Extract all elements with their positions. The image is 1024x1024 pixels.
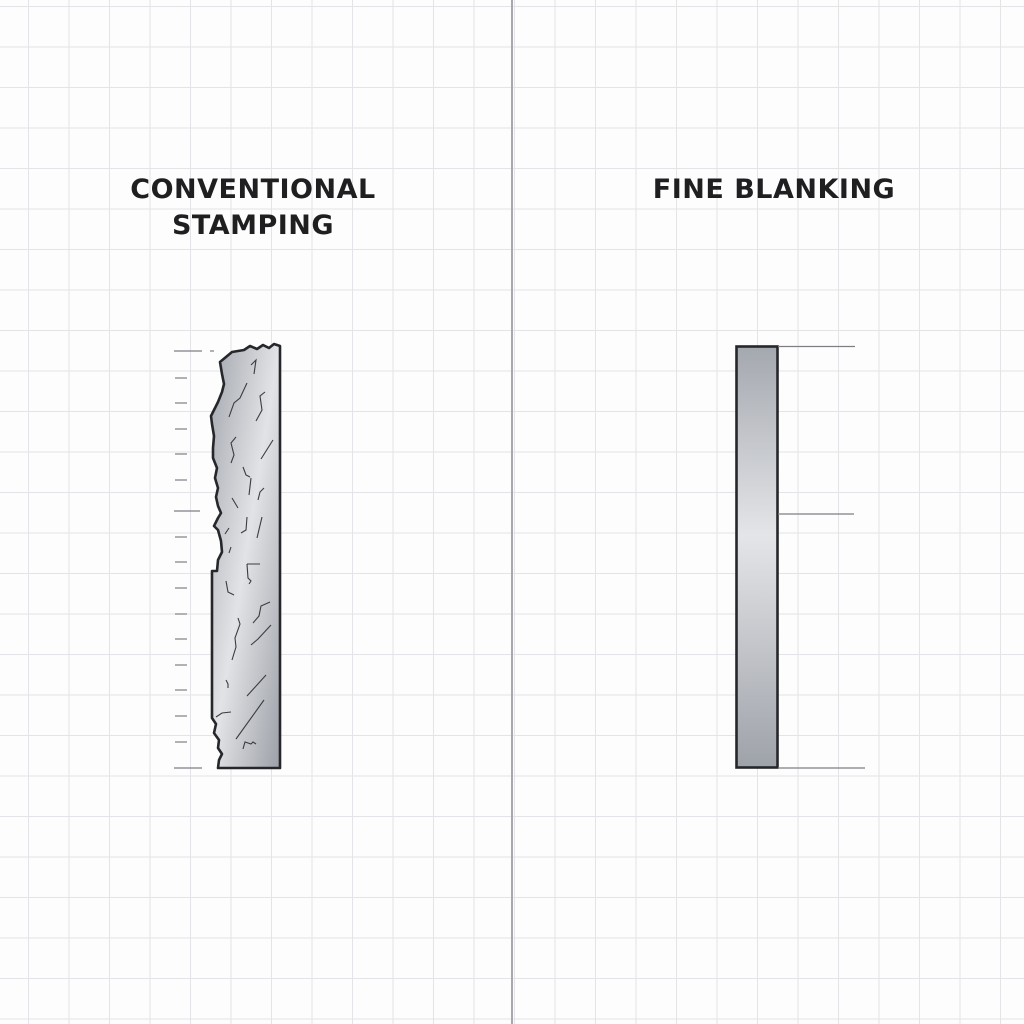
title-line-2: STAMPING bbox=[171, 210, 335, 241]
leader-lines bbox=[778, 345, 865, 769]
fracture-crack-lines bbox=[215, 358, 274, 750]
title-fine-blanking: FINE BLANKING bbox=[652, 174, 896, 205]
edge-tick-marks bbox=[174, 350, 214, 769]
panel-divider bbox=[511, 0, 513, 1024]
fine-blanked-part-smooth-edge bbox=[735, 345, 779, 769]
stamped-part-rough-edge bbox=[209, 342, 282, 770]
title-conventional-stamping: CONVENTIONAL STAMPING bbox=[100, 172, 406, 244]
title-line-1: CONVENTIONAL bbox=[130, 174, 376, 205]
